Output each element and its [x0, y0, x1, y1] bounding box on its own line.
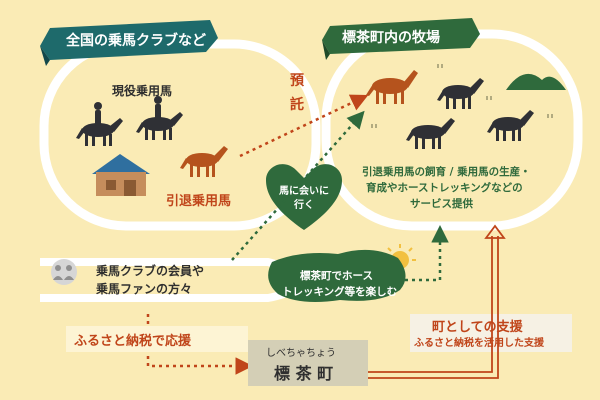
support-arrow-outer: [368, 236, 493, 373]
furusato-label: ふるさと納税で応援: [74, 334, 192, 349]
ranch-desc-3: サービス提供: [410, 198, 473, 210]
active-horse-label: 現役乗用馬: [112, 84, 173, 98]
furusato-band: [66, 326, 248, 352]
ranch-desc-2: 育成やホーストレッキングなどの: [366, 182, 523, 194]
trekking-arrow: [300, 225, 449, 282]
heart-text-1: 馬に会いに: [279, 186, 329, 197]
deposit-label-1: 預: [290, 73, 304, 89]
left-banner-text: 全国の乗馬クラブなど: [66, 33, 206, 49]
support-title: 町としての支援: [432, 320, 523, 335]
members-line-1: 乗馬クラブの会員や: [96, 264, 205, 278]
retired-horse-label: 引退乗用馬: [166, 194, 232, 209]
stable-icon: [92, 154, 150, 196]
grass-marks-icon: [371, 64, 553, 128]
ranch-horse-brown-icon: [366, 70, 418, 104]
ranch-horse-dark-3-icon: [487, 110, 534, 141]
ranch-desc-1: 引退乗用馬の飼育 / 乗用馬の生産・: [362, 166, 531, 178]
town-furigana: しべちゃちょう: [266, 348, 336, 359]
hills-icon: [506, 73, 566, 90]
deposit-label-2: 託: [290, 97, 304, 113]
right-banner-text: 標茶町内の牧場: [342, 30, 440, 46]
trekking-blob: [268, 249, 406, 302]
furusato-arrow: [146, 314, 253, 375]
trekking-line-1: 標茶町でホース: [300, 270, 373, 282]
support-box: [410, 314, 572, 352]
ranch-horse-dark-2-icon: [406, 118, 455, 149]
heart-shape: [266, 164, 342, 230]
left-banner: [40, 20, 218, 66]
heart-text-2: 行く: [294, 200, 314, 211]
trekking-line-2: トレッキング等を楽しむ: [282, 286, 398, 298]
rider-horse-1-icon: [76, 102, 123, 146]
rider-horse-2-icon: [136, 96, 183, 140]
support-arrow-inner: [368, 236, 499, 379]
ranch-horse-dark-1-icon: [437, 78, 484, 109]
members-line-2: 乗馬ファンの方々: [96, 282, 193, 296]
town-box: [248, 340, 368, 386]
deposit-arrow: [239, 94, 369, 158]
right-banner: [322, 18, 480, 60]
people-icon: [51, 259, 77, 285]
retired-horse-icon: [180, 146, 228, 177]
town-name: 標 茶 町: [274, 364, 334, 383]
support-arrow-head: [484, 224, 506, 239]
support-subtitle: ふるさと納税を活用した支援: [414, 338, 544, 349]
